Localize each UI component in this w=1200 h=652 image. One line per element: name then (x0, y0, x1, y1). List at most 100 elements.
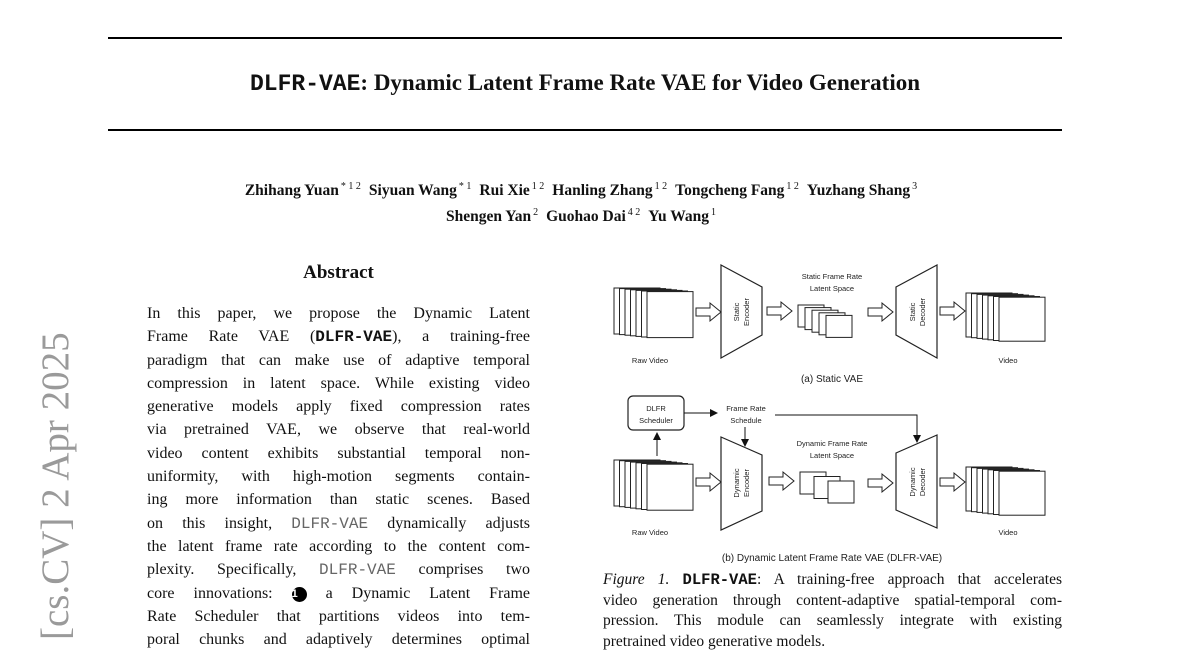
text: on this insight, (147, 515, 291, 532)
video-frame (999, 471, 1045, 515)
static-latent-label-2: Latent Space (810, 284, 854, 293)
dyn-decoder-label-2: Decoder (918, 467, 927, 496)
author-affiliation: 4 2 (628, 207, 641, 218)
scheduler-label: DLFR (646, 404, 666, 413)
encoder-label: Static (732, 302, 741, 321)
caption-line: pretrained video generative models. (603, 632, 1062, 652)
caption-label: Figure 1. (603, 571, 669, 588)
abstract-line: uniformity, with high-motion segments co… (147, 465, 530, 488)
title-rule-bottom (108, 129, 1062, 131)
abstract-body: In this paper, we propose the Dynamic La… (147, 302, 530, 651)
author-affiliation: 1 2 (786, 181, 799, 192)
author-affiliation: 1 2 (655, 181, 668, 192)
static-latent-label: Static Frame Rate (802, 272, 862, 281)
method-name: DLFR-VAE (319, 561, 396, 579)
latent-frame (826, 315, 852, 337)
text: : A training-free approach that accelera… (757, 571, 1062, 588)
schedule-label: Frame Rate (726, 404, 766, 413)
latent-frame (828, 481, 854, 503)
arxiv-watermark: [cs.CV] 2 Apr 2025 (33, 332, 78, 640)
paper-title: DLFR-VAE: Dynamic Latent Frame Rate VAE … (108, 70, 1062, 97)
abstract-line: via pretrained VAE, we observe that real… (147, 418, 530, 441)
title-text: : Dynamic Latent Frame Rate VAE for Vide… (360, 70, 920, 95)
text: comprises two (396, 561, 530, 578)
text: ), a training-free (392, 328, 530, 345)
author-affiliation: 3 (912, 181, 917, 192)
abstract-line: compression in latent space. While exist… (147, 372, 530, 395)
flow-arrow-icon (696, 473, 721, 491)
flow-arrow-icon (868, 474, 893, 492)
caption-line: Figure 1. DLFR-VAE: A training-free appr… (603, 570, 1062, 591)
abstract-line: In this paper, we propose the Dynamic La… (147, 302, 530, 325)
decoder-label: Static (908, 302, 917, 321)
raw-video-label: Raw Video (632, 356, 668, 365)
abstract-line: generative models apply fixed compressio… (147, 395, 530, 418)
abstract-line: core innovations: 1 a Dynamic Latent Fra… (147, 582, 530, 605)
text: plexity. Specifically, (147, 561, 319, 578)
author-affiliation: * 1 2 (341, 181, 361, 192)
method-name: DLFR-VAE (315, 328, 392, 346)
author-name: Rui Xie (479, 182, 529, 199)
dyn-decoder-label: Dynamic (908, 467, 917, 496)
title-mono: DLFR-VAE (250, 71, 360, 97)
abstract-line: video content exhibits substantial tempo… (147, 442, 530, 465)
figure-caption: Figure 1. DLFR-VAE: A training-free appr… (603, 570, 1062, 652)
figure-1-diagram: Static Frame Rate Latent Space Raw Video… (590, 255, 1060, 567)
subfigure-a-caption: (a) Static VAE (801, 374, 863, 385)
text: core innovations: (147, 585, 292, 602)
flow-arrow-icon (696, 303, 721, 321)
author-affiliation: 2 (533, 207, 538, 218)
flow-arrow-icon (940, 473, 965, 491)
flow-arrow-icon (767, 302, 792, 320)
author-affiliation: 1 (711, 207, 716, 218)
method-name: DLFR-VAE (683, 571, 757, 589)
author-name: Hanling Zhang (552, 182, 652, 199)
abstract-line: plexity. Specifically, DLFR-VAE comprise… (147, 558, 530, 581)
caption-line: pression. This module can seamlessly int… (603, 611, 1062, 632)
raw-video-label: Raw Video (632, 528, 668, 537)
caption-line: video generation through content-adaptiv… (603, 591, 1062, 612)
author-name: Shengen Yan (446, 208, 531, 225)
scheduler-label-2: Scheduler (639, 416, 673, 425)
dyn-encoder-label: Dynamic (732, 468, 741, 497)
abstract-line: Frame Rate VAE (DLFR-VAE), a training-fr… (147, 325, 530, 348)
subfigure-b-caption: (b) Dynamic Latent Frame Rate VAE (DLFR-… (722, 553, 942, 564)
author-affiliation: 1 2 (532, 181, 545, 192)
decoder-label-2: Decoder (918, 297, 927, 326)
encoder-label-2: Encoder (742, 298, 751, 326)
abstract-line: on this insight, DLFR-VAE dynamically ad… (147, 512, 530, 535)
video-label: Video (998, 528, 1017, 537)
abstract-line: the latent frame rate according to the c… (147, 535, 530, 558)
video-frame (647, 464, 693, 510)
text: dynamically adjusts (368, 515, 530, 532)
schedule-label-2: Schedule (730, 416, 761, 425)
abstract-line: ing more information than static scenes.… (147, 488, 530, 511)
abstract-line: paradigm that can make use of adaptive t… (147, 349, 530, 372)
text: a Dynamic Latent Frame (307, 585, 530, 602)
dynamic-latent-label: Dynamic Frame Rate (797, 439, 868, 448)
video-frame (999, 297, 1045, 341)
flow-arrow-icon (769, 472, 794, 490)
author-name: Tongcheng Fang (675, 182, 784, 199)
circled-number-icon: 1 (292, 587, 307, 602)
dyn-encoder-label-2: Encoder (742, 469, 751, 497)
text: Frame Rate VAE ( (147, 328, 315, 345)
title-rule-top (108, 37, 1062, 39)
author-name: Siyuan Wang (369, 182, 457, 199)
author-name: Yu Wang (648, 208, 709, 225)
flow-arrow-icon (868, 303, 893, 321)
video-frame (647, 292, 693, 338)
author-name: Guohao Dai (546, 208, 626, 225)
abstract-line: Rate Scheduler that partitions videos in… (147, 605, 530, 628)
author-affiliation: * 1 (459, 181, 472, 192)
flow-arrow-icon (940, 302, 965, 320)
author-name: Zhihang Yuan (245, 182, 339, 199)
dynamic-latent-label-2: Latent Space (810, 451, 854, 460)
video-label: Video (998, 356, 1017, 365)
author-name: Yuzhang Shang (807, 182, 910, 199)
abstract-heading: Abstract (147, 262, 530, 284)
method-name: DLFR-VAE (291, 515, 368, 533)
